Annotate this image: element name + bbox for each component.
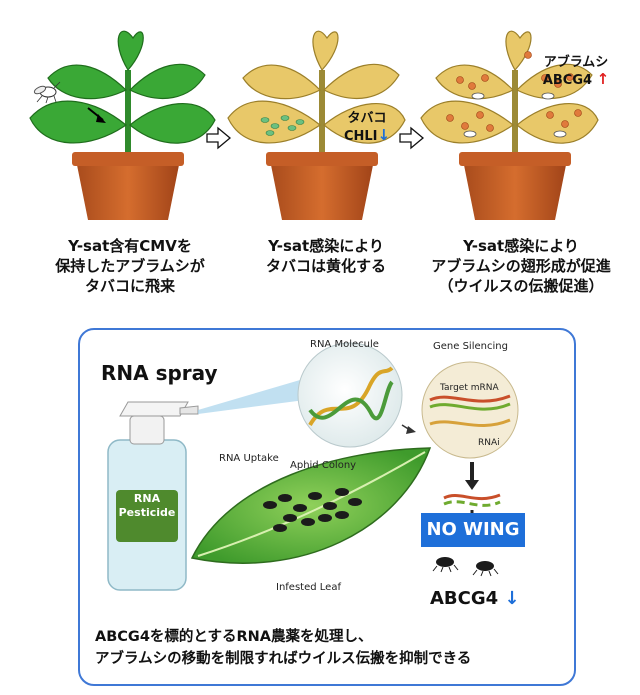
caption-line: タバコは黄化する <box>265 257 386 275</box>
caption-step-2: Y-sat感染により タバコは黄化する <box>236 236 416 276</box>
aphid-colony-label: Aphid Colony <box>290 460 357 471</box>
summary-line: アブラムシの移動を制限すればウイルス伝搬を抑制できる <box>95 651 472 667</box>
spray-bottle-icon <box>107 401 199 591</box>
gene-silencing-label: Gene Silencing <box>433 341 508 352</box>
abcg4-result: ABCG4 ↓ <box>430 588 520 609</box>
rna-molecule-label: RNA Molecule <box>310 339 379 350</box>
caption-step-1: Y-sat含有CMVを 保持したアブラムシが タバコに飛来 <box>40 236 220 296</box>
no-wing-badge: NO WING <box>421 513 525 547</box>
rna-spray-illustration <box>107 342 519 591</box>
green-plant <box>29 30 216 220</box>
aphid-label-line2: ABCG4 <box>542 73 593 88</box>
wingless-aphid-icon <box>432 557 499 577</box>
leaf <box>129 102 216 144</box>
caption-line: Y-sat含有CMVを <box>68 237 192 255</box>
spray-mist <box>198 380 305 414</box>
summary-text: ABCG4を標的とするRNA農薬を処理し、 アブラムシの移動を制限すればウイルス… <box>95 626 565 670</box>
tobacco-label-line2-wrap: CHLI↓ <box>342 127 392 145</box>
leaf <box>516 102 599 144</box>
caption-line: 保持したアブラムシが <box>55 257 205 275</box>
up-arrow-icon: ↑ <box>596 70 610 88</box>
infested-plant <box>420 30 599 220</box>
leaf <box>128 63 206 99</box>
caption-line: （ウイルスの伝搬促進） <box>438 277 604 295</box>
rna-spray-title: RNA spray <box>101 361 218 385</box>
bottle-label-line2: Pesticide <box>118 506 176 519</box>
target-mrna-label: Target mRNA <box>440 383 499 393</box>
yellow-plant <box>227 30 406 220</box>
leaf <box>420 100 515 144</box>
caption-line: アブラムシの翅形成が促進 <box>431 257 611 275</box>
infested-leaf-icon <box>190 447 432 564</box>
step-arrow-icon <box>206 126 232 150</box>
caption-line: Y-sat感染により <box>463 237 579 255</box>
leaf <box>312 30 339 72</box>
aphid-label-line1: アブラムシ <box>543 55 609 70</box>
rna-molecule-icon <box>297 342 403 448</box>
down-arrow-icon: ↓ <box>377 126 391 144</box>
tobacco-label-line1: タバコ <box>347 111 387 126</box>
gene-silencing-icon <box>421 361 519 459</box>
leaf <box>323 102 406 144</box>
aphid-abcg4-label: アブラムシ ABCG4 ↑ <box>536 55 616 89</box>
bottle-label: RNA Pesticide <box>116 492 178 520</box>
summary-line: ABCG4を標的とするRNA農薬を処理し、 <box>95 629 373 645</box>
aphid-label-line2-wrap: ABCG4 ↑ <box>536 71 616 89</box>
leaf <box>117 30 144 72</box>
caption-step-3: Y-sat感染により アブラムシの翅形成が促進 （ウイルスの伝搬促進） <box>408 236 634 296</box>
caption-line: タバコに飛来 <box>84 277 175 295</box>
leaf <box>29 100 128 144</box>
step-arrow-icon <box>399 126 425 150</box>
rna-uptake-label: RNA Uptake <box>219 453 279 464</box>
infested-leaf-label: Infested Leaf <box>276 582 341 593</box>
bottle-label-line1: RNA <box>133 492 161 505</box>
top-illustrations <box>29 30 599 220</box>
rnai-label: RNAi <box>478 438 500 448</box>
leaf <box>227 100 322 144</box>
down-arrow-icon: ↓ <box>504 588 520 609</box>
leaf <box>505 30 532 72</box>
caption-line: Y-sat感染により <box>268 237 384 255</box>
leaf <box>322 63 400 99</box>
tobacco-chli-label: タバコ CHLI↓ <box>342 111 392 145</box>
leaf <box>242 64 322 100</box>
abcg4-label: ABCG4 <box>430 588 499 609</box>
aphid-icon <box>33 81 61 104</box>
leaf <box>47 64 128 100</box>
leaf <box>435 64 515 100</box>
tobacco-label-line2: CHLI <box>343 129 378 144</box>
